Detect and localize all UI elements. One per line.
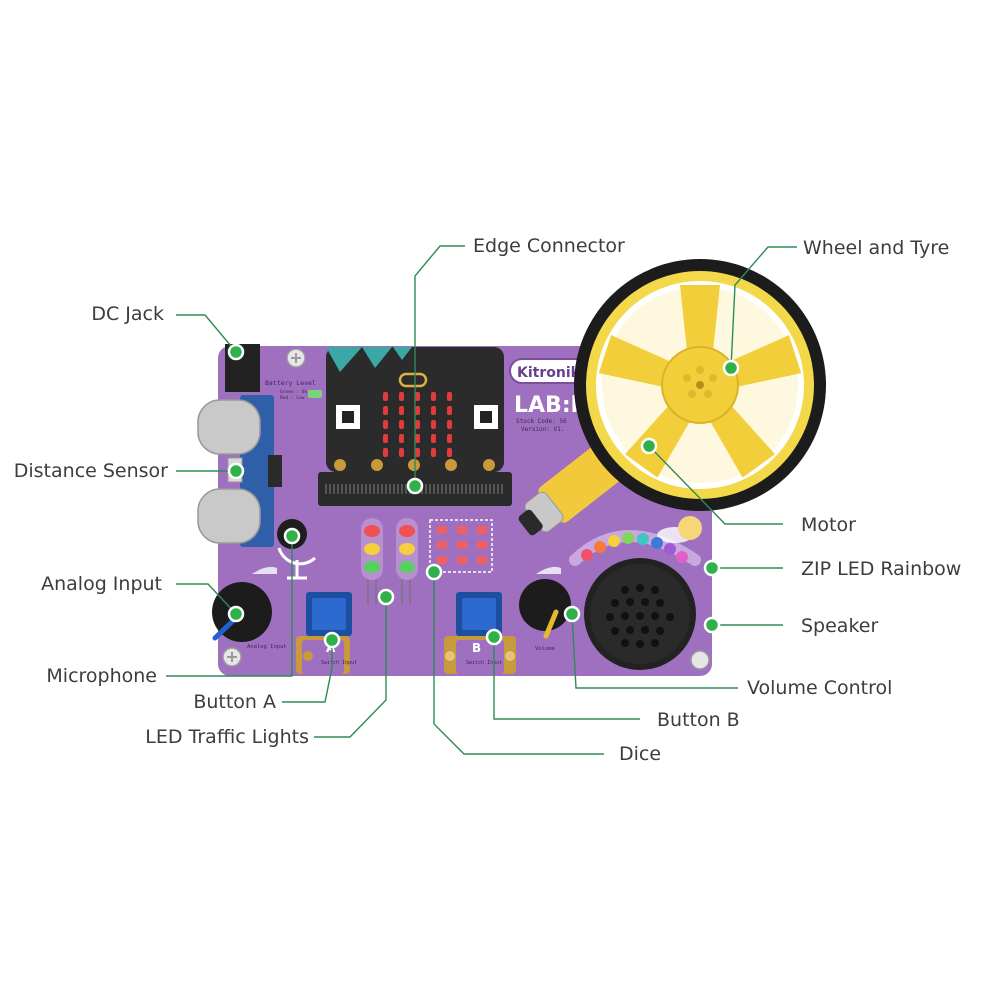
label-edge-connector: Edge Connector — [473, 235, 625, 257]
battery-red-text: Red : Low — [280, 395, 305, 401]
label-distance-sensor: Distance Sensor — [13, 460, 168, 482]
label-analog-input: Analog Input — [41, 573, 162, 595]
battery-level-text: Battery Level — [265, 379, 316, 387]
microbit-logo-icon — [398, 372, 428, 388]
label-volume-control: Volume Control — [747, 677, 893, 699]
stock-code-text: Stock Code: 56 — [516, 418, 567, 425]
speaker — [584, 558, 696, 670]
label-microphone: Microphone — [46, 665, 157, 687]
label-led-traffic-lights: LED Traffic Lights — [145, 726, 309, 748]
label-zip-led-rainbow: ZIP LED Rainbow — [801, 558, 962, 580]
version-text: Version: V1. — [521, 426, 564, 433]
analog-input-text: Analog Input — [247, 644, 287, 650]
marker-wheel-and-tyre — [722, 359, 740, 377]
battery-led — [308, 390, 322, 398]
switch-input-a-text: Switch Input — [321, 660, 357, 666]
distance-sensor — [197, 395, 282, 547]
microbit-led-matrix — [383, 392, 452, 457]
label-speaker: Speaker — [801, 615, 879, 637]
traffic-lights — [361, 518, 418, 604]
brand-text: Kitronik — [517, 365, 581, 381]
marker-volume-control — [563, 605, 581, 623]
marker-edge-connector — [406, 477, 424, 495]
button-b-letter: B — [472, 641, 481, 655]
marker-speaker — [703, 616, 721, 634]
marker-motor — [640, 437, 658, 455]
marker-microphone — [283, 527, 301, 545]
zip-led-rainbow — [569, 516, 702, 566]
switch-input-b-text: Switch Input — [466, 660, 502, 666]
marker-button-b — [485, 628, 503, 646]
callout-markers — [227, 343, 740, 649]
wheel-and-tyre — [574, 259, 826, 511]
marker-dice — [425, 563, 443, 581]
marker-led-traffic-lights — [377, 588, 395, 606]
label-motor: Motor — [801, 514, 856, 536]
label-dice: Dice — [619, 743, 662, 765]
marker-zip-led-rainbow — [703, 559, 721, 577]
label-dc-jack: DC Jack — [91, 303, 164, 325]
battery-green-text: Green : Ok — [280, 389, 307, 395]
marker-dc-jack — [227, 343, 245, 361]
volume-knob — [519, 566, 571, 639]
marker-button-a — [323, 631, 341, 649]
label-button-b: Button B — [657, 709, 740, 731]
marker-analog-input — [227, 605, 245, 623]
marker-distance-sensor — [227, 462, 245, 480]
button-b — [444, 592, 516, 674]
dice — [429, 519, 493, 573]
label-wheel-and-tyre: Wheel and Tyre — [803, 237, 950, 259]
leader-lines — [166, 245, 797, 755]
volume-text: Volume — [535, 646, 555, 652]
label-button-a: Button A — [193, 691, 276, 713]
